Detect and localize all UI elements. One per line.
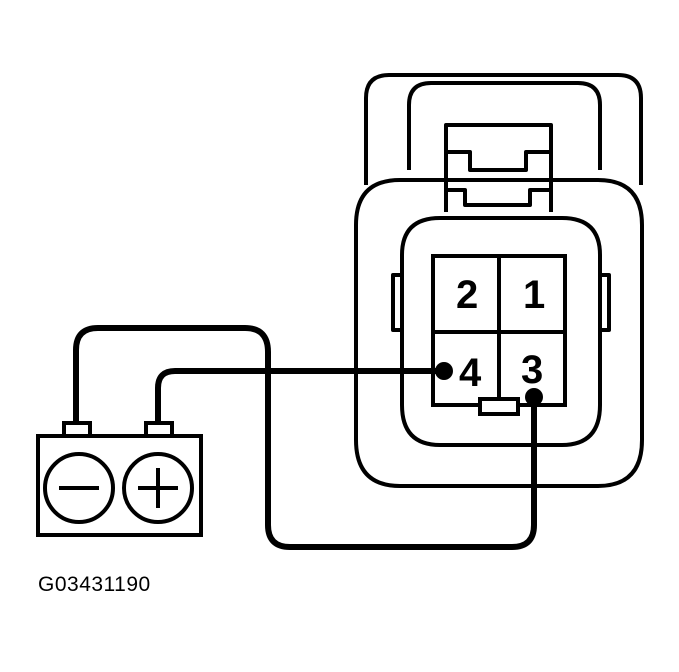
lock-tab-base	[446, 188, 551, 207]
housing-side-notch-left	[391, 273, 402, 332]
battery-body	[36, 434, 203, 537]
wire-negative-to-pin-3	[73, 325, 537, 550]
pin-3-label: 3	[521, 348, 543, 392]
lock-tab	[444, 123, 553, 212]
battery-positive-terminal	[144, 421, 174, 438]
plus-icon	[122, 452, 194, 524]
battery-negative-terminal	[62, 421, 92, 438]
terminal-grid	[431, 254, 567, 416]
housing-inner-body	[400, 216, 602, 447]
housing-inner-top	[407, 81, 602, 170]
pin-4-label: 4	[459, 351, 482, 395]
wire-positive-to-pin-4	[155, 368, 447, 428]
lock-tab-step	[446, 150, 551, 172]
figure-id: G03431190	[38, 573, 151, 596]
housing-outer-body	[354, 178, 644, 488]
pin-2-label: 2	[456, 273, 478, 317]
pin-1-label: 1	[523, 273, 545, 317]
pin-4-contact-dot	[435, 362, 453, 380]
housing-side-notch-right	[600, 273, 611, 332]
connector-key	[478, 397, 520, 416]
pin-3-contact-dot	[525, 388, 543, 406]
minus-icon	[43, 452, 115, 524]
battery	[36, 421, 203, 537]
housing-outer-top	[364, 73, 643, 185]
connector-housing	[354, 73, 644, 488]
wires	[73, 325, 537, 550]
